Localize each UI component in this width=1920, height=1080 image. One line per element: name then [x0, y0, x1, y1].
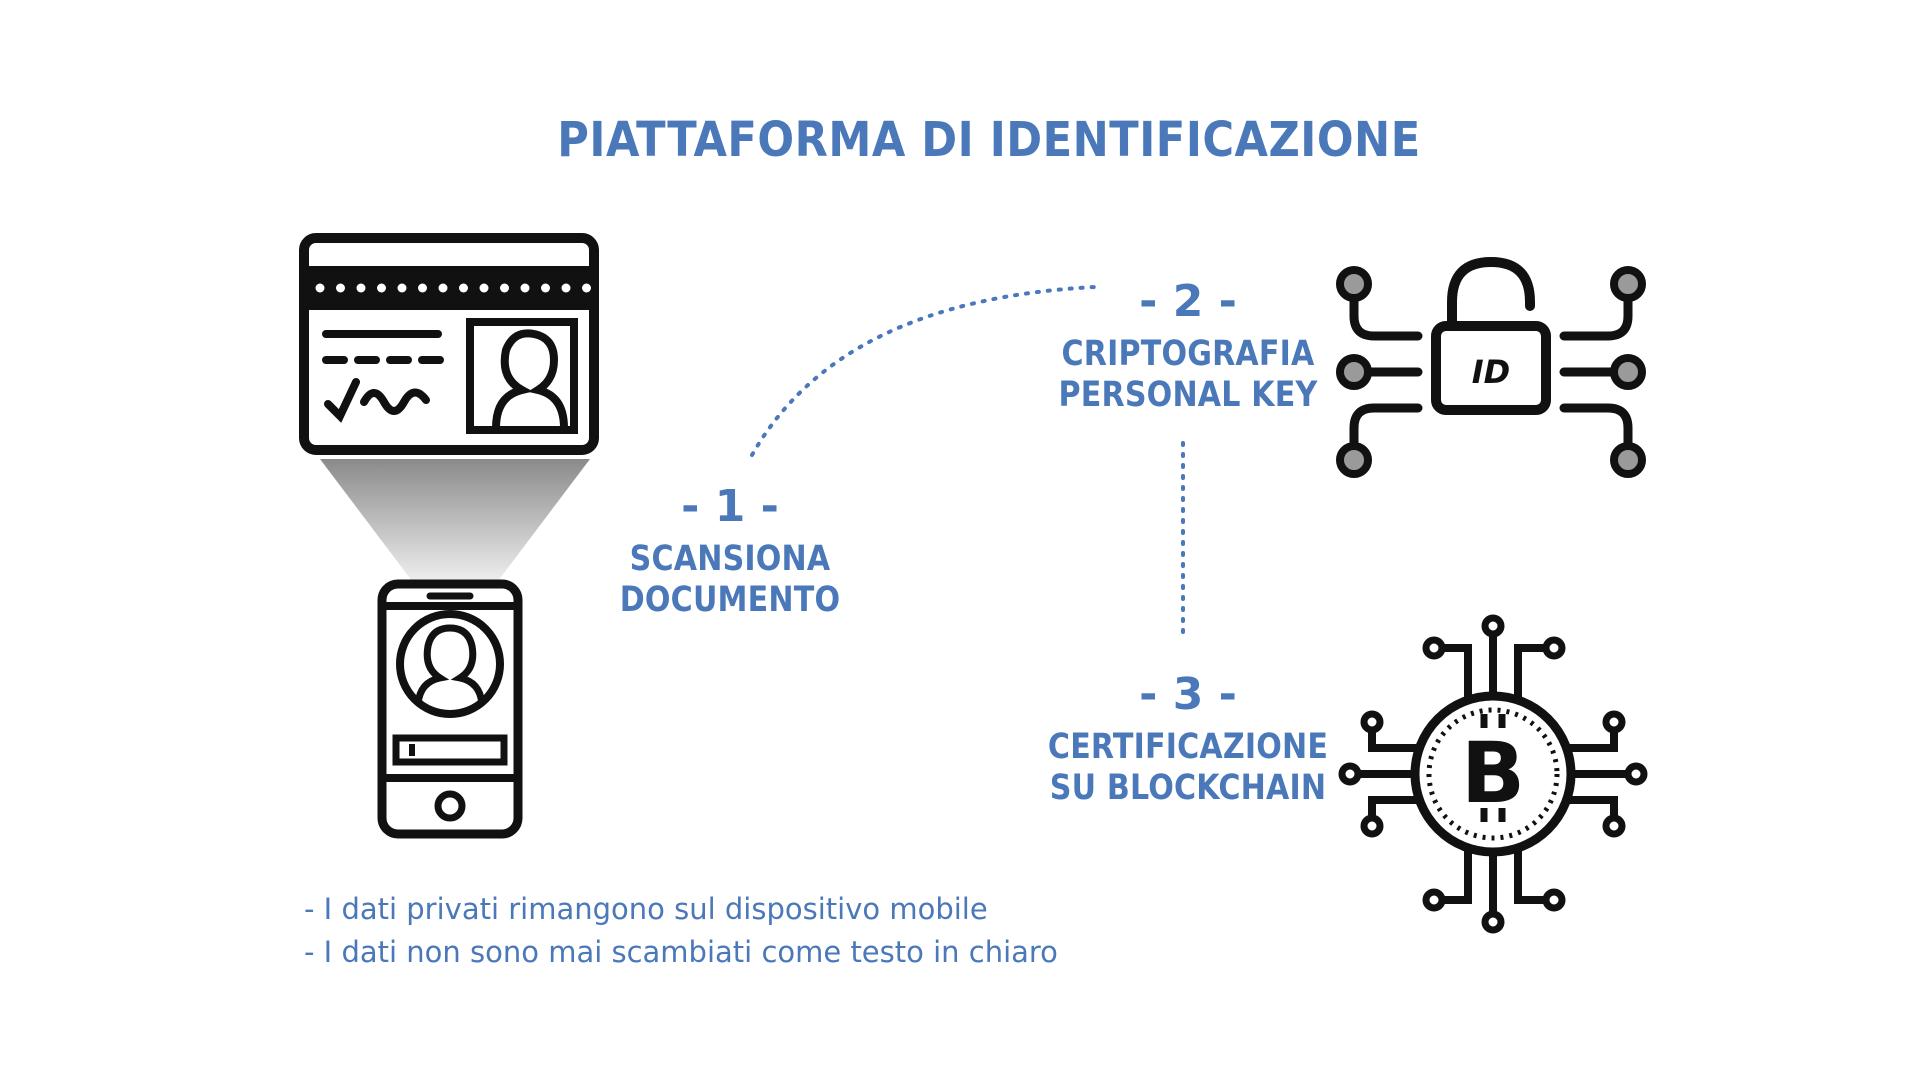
svg-text:B: B — [1461, 724, 1525, 822]
step-2-number: - 2 - — [1139, 276, 1237, 327]
step-1-number: - 1 - — [681, 481, 779, 532]
note-item: - I dati non sono mai scambiati come tes… — [304, 935, 1058, 969]
step-1-label-line1: SCANSIONA — [629, 538, 831, 579]
step-3: - 3 - CERTIFICAZIONE SU BLOCKCHAIN — [1008, 669, 1368, 810]
lock-id-label: ID — [1472, 353, 1510, 391]
diagram-title: PIATTAFORMA DI IDENTIFICAZIONE — [557, 112, 1421, 168]
step-1-label-line2: DOCUMENTO — [619, 580, 841, 621]
step-1: - 1 - SCANSIONA DOCUMENTO — [580, 481, 880, 622]
note-item: - I dati privati rimangono sul dispositi… — [304, 892, 988, 926]
id-card-icon — [299, 233, 599, 455]
step-3-label-line1: CERTIFICAZIONE — [1047, 726, 1329, 767]
smartphone-user-icon — [377, 579, 523, 839]
scan-beam-icon — [320, 459, 590, 581]
connector-step1-to-step2 — [750, 285, 1097, 457]
step-2-label-line1: CRIPTOGRAFIA — [1061, 333, 1315, 374]
circuit-lock-icon: ID — [1336, 256, 1646, 478]
step-3-label-line2: SU BLOCKCHAIN — [1049, 768, 1327, 809]
step-3-number: - 3 - — [1139, 669, 1237, 720]
step-2-label-line2: PERSONAL KEY — [1058, 375, 1318, 416]
notes-list: - I dati privati rimangono sul dispositi… — [304, 888, 1058, 974]
step-2: - 2 - CRIPTOGRAFIA PERSONAL KEY — [1018, 276, 1358, 417]
circuit-bitcoin-icon: B — [1338, 614, 1648, 934]
